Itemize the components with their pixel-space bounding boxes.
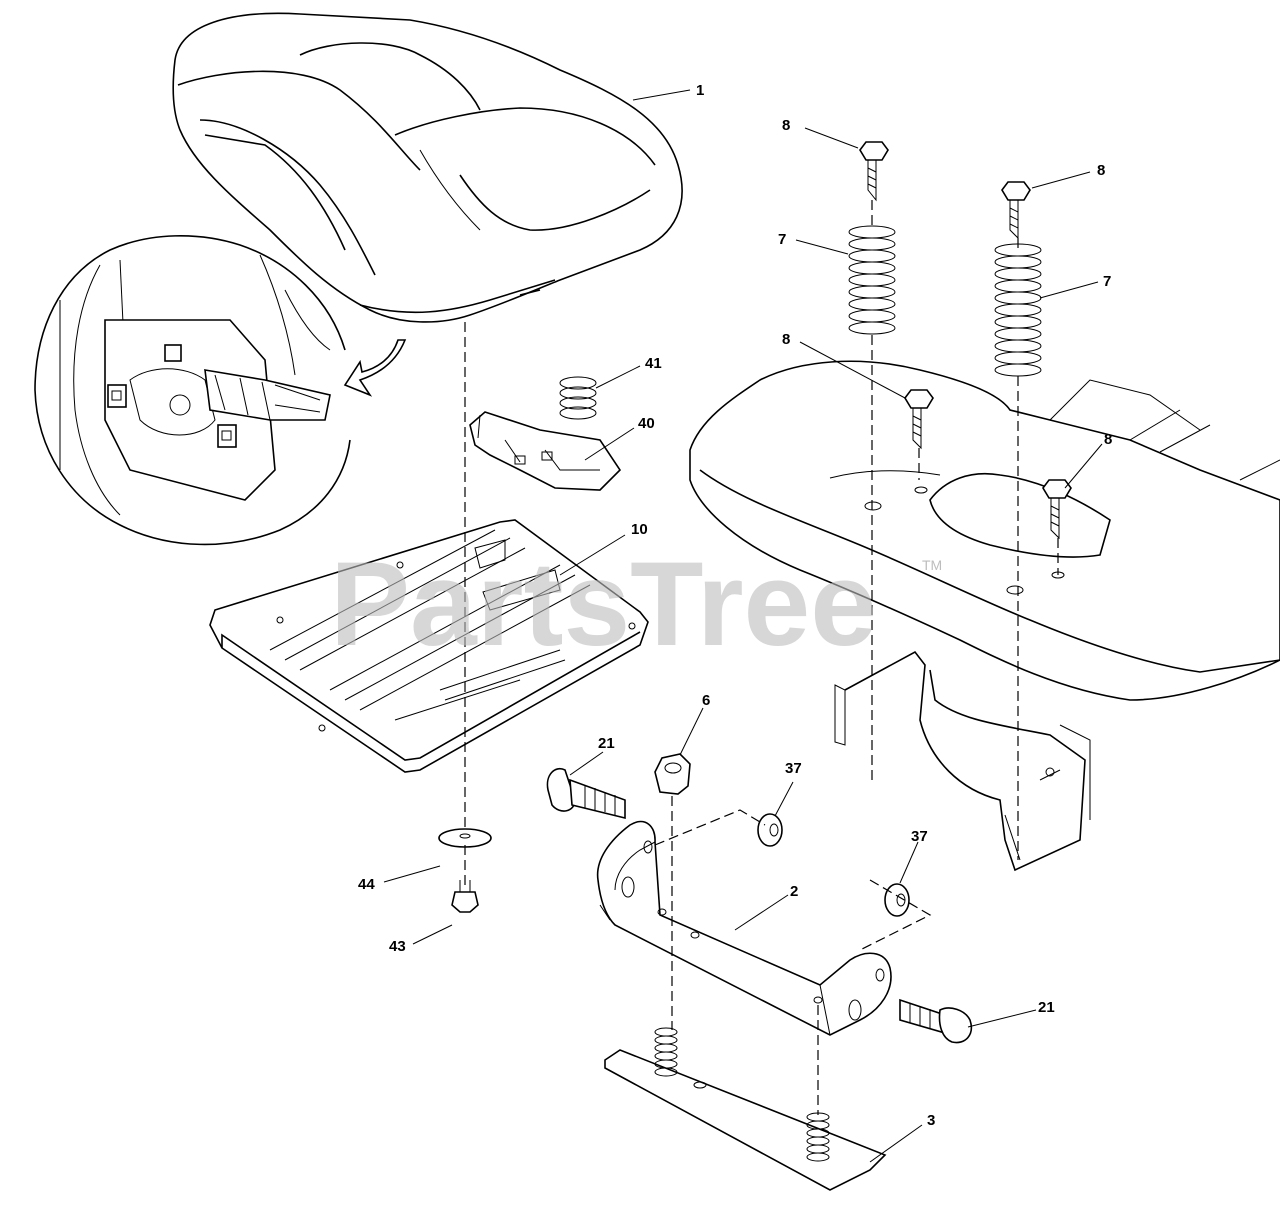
bolt-part-8-top-right (1001, 181, 1031, 240)
base-plate-part-3 (604, 1027, 887, 1191)
bolt-part-21-left (546, 768, 626, 820)
spring-part-7-right (994, 243, 1042, 377)
callout-1: 1 (696, 82, 704, 99)
callout-3: 3 (927, 1112, 935, 1129)
stud-left (654, 1027, 678, 1077)
svg-text:PartsTree: PartsTree (330, 537, 877, 671)
bolt-part-8-top-left (859, 141, 889, 202)
callout-8: 8 (1104, 431, 1112, 448)
callout-2: 2 (790, 883, 798, 900)
callout-8: 8 (1097, 162, 1105, 179)
callout-labels: 1 8 8 7 7 8 8 41 40 10 6 21 37 37 2 44 4… (358, 82, 1112, 1129)
callout-8: 8 (782, 331, 790, 348)
callout-41: 41 (645, 355, 662, 372)
callout-43: 43 (389, 938, 406, 955)
frame-part (689, 360, 1280, 872)
spacer-part-37-upper (757, 813, 783, 847)
plate-part-40 (469, 411, 622, 491)
spacer-part-37-lower (884, 883, 910, 917)
stud-right (806, 1112, 830, 1162)
callout-8: 8 (782, 117, 790, 134)
callout-37: 37 (911, 828, 928, 845)
nut-part-6 (654, 753, 691, 795)
callout-21: 21 (598, 735, 615, 752)
callout-7: 7 (1103, 273, 1111, 290)
washer-part-44 (438, 828, 492, 848)
bolt-part-21-right (899, 998, 972, 1044)
callout-7: 7 (778, 231, 786, 248)
bolt-part-8-mid-right (1042, 479, 1072, 540)
svg-text:TM: TM (922, 557, 942, 573)
bolt-part-8-mid-left (904, 389, 934, 450)
callout-21: 21 (1038, 999, 1055, 1016)
callout-10: 10 (631, 521, 648, 538)
callout-37: 37 (785, 760, 802, 777)
partstree-watermark: PartsTree TM (330, 537, 942, 671)
seat-pan-part-10 (209, 519, 649, 773)
spring-part-7-left (848, 225, 896, 335)
seat-part (172, 12, 683, 323)
callout-6: 6 (702, 692, 710, 709)
callout-40: 40 (638, 415, 655, 432)
spring-part-41 (559, 376, 597, 420)
detail-inset (34, 235, 407, 546)
callout-leaders (383, 89, 1103, 1163)
bracket-part-2 (596, 820, 892, 1036)
nut-part-43 (451, 880, 479, 913)
assembly-centerlines (464, 200, 1059, 1115)
callout-44: 44 (358, 876, 375, 893)
